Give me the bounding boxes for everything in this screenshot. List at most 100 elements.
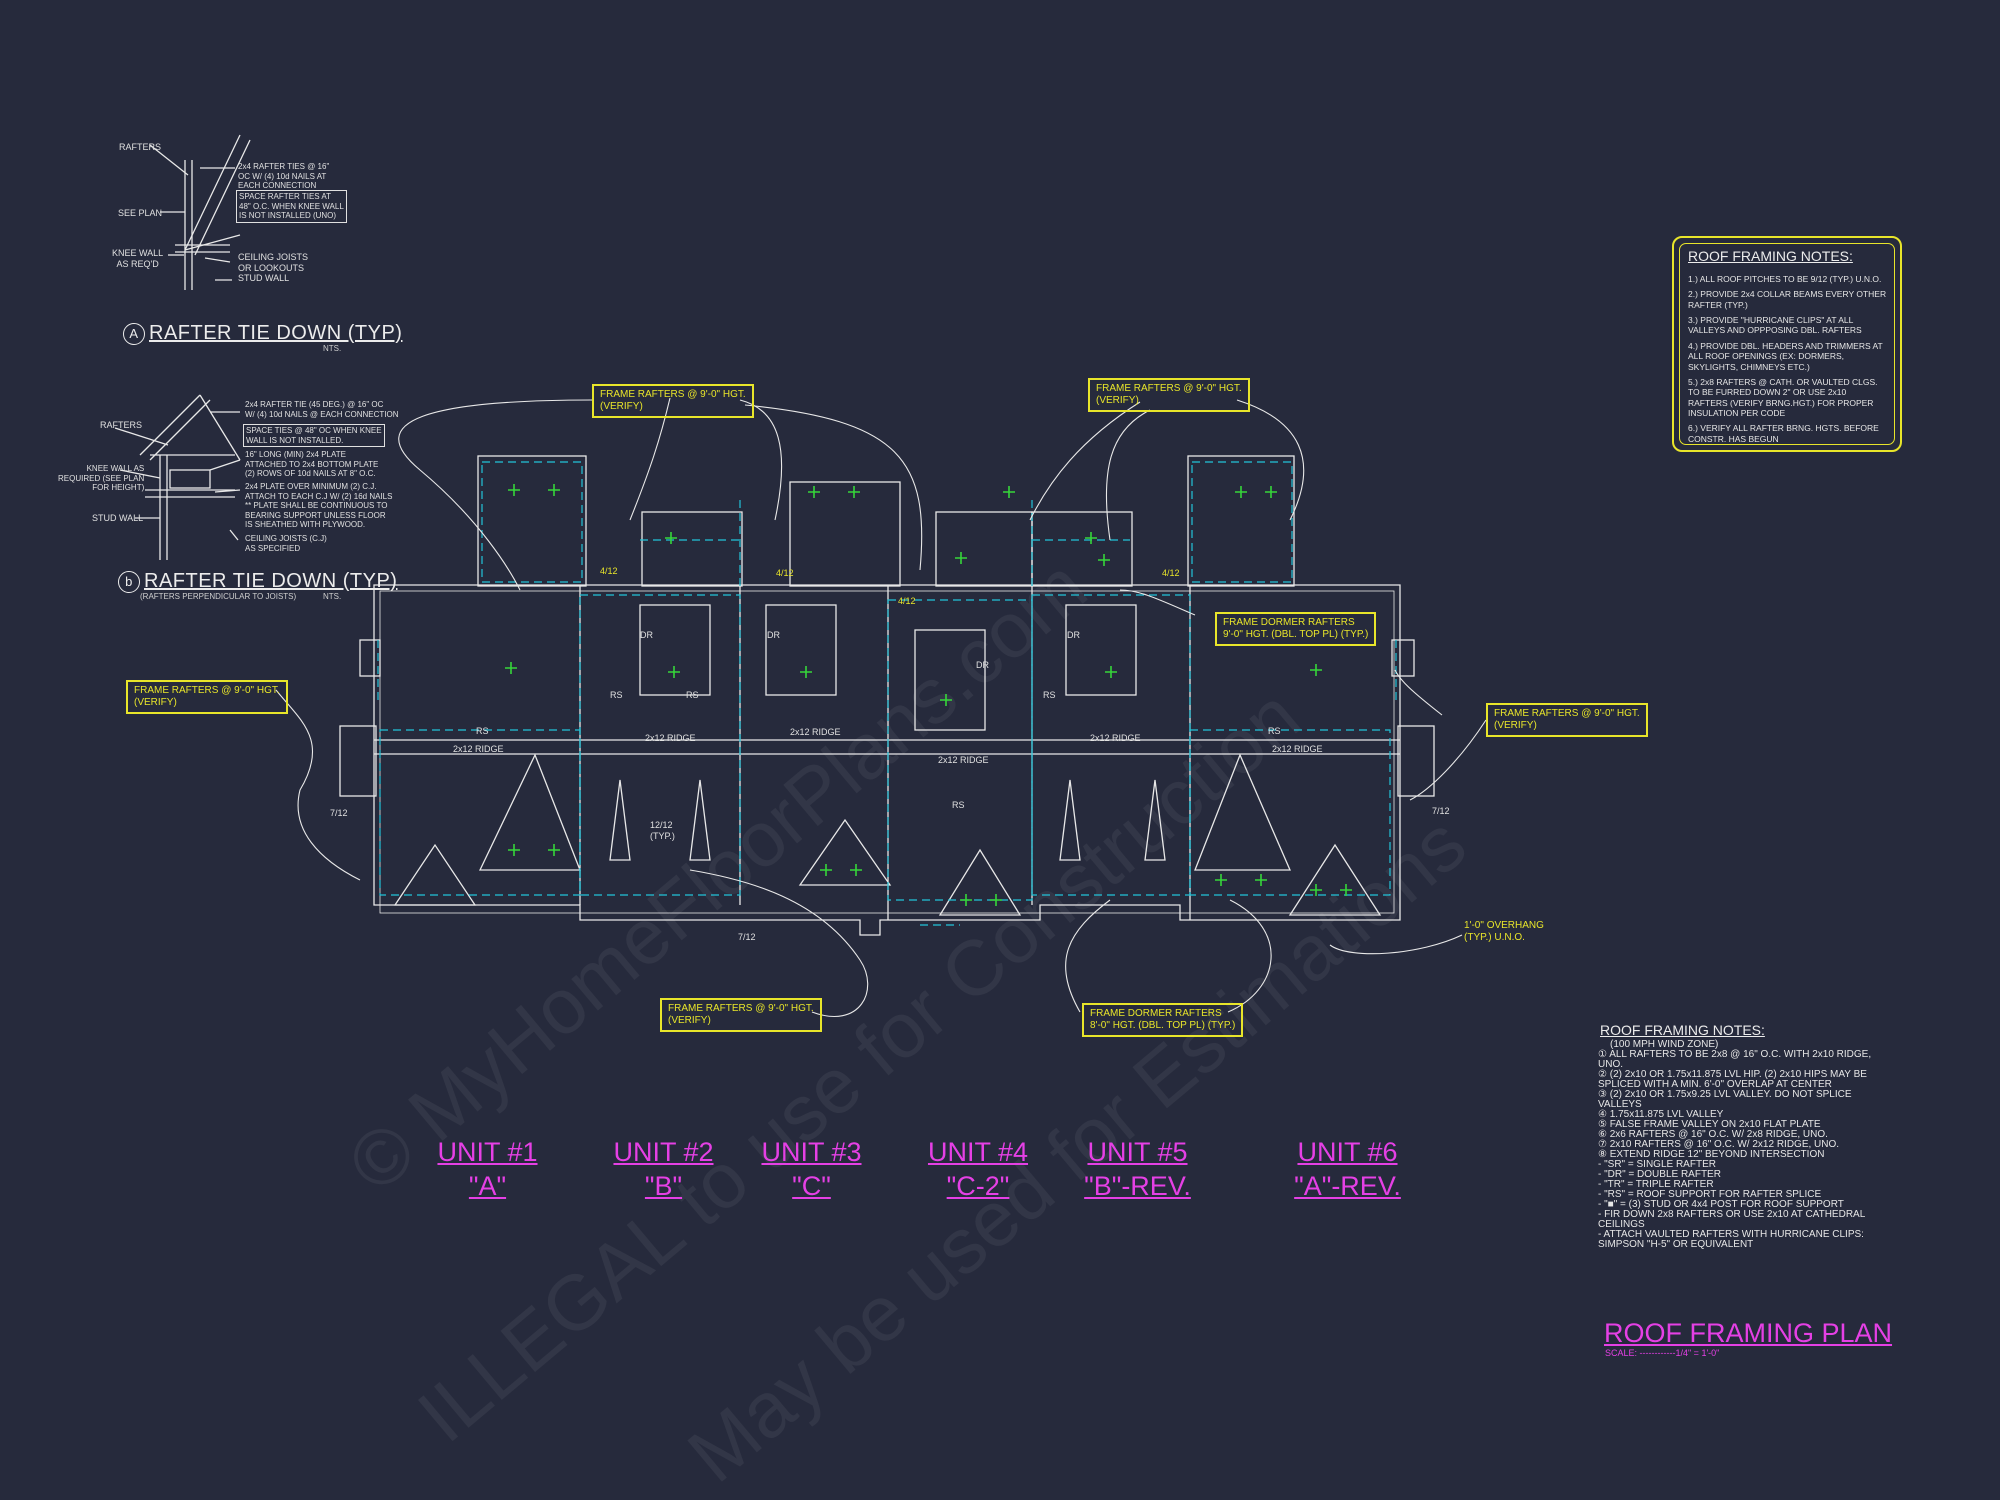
notes-box-item: 4.) PROVIDE DBL. HEADERS AND TRIMMERS AT… [1688,340,1883,372]
notes-box-inner-border [1679,243,1895,445]
plan-scale: SCALE: ------------1/4" = 1'-0" [1605,1348,1720,1358]
detail-a-nts: NTS. [323,344,342,353]
unit-5-name: UNIT #5 [1087,1137,1188,1167]
leader-lines [275,397,1487,1018]
notes-box-title: ROOF FRAMING NOTES: [1688,248,1853,264]
callout-dormer-rafters-8ft: FRAME DORMER RAFTERS 8'-0" HGT. (DBL. TO… [1082,1003,1244,1037]
notes-box-item: 1.) ALL ROOF PITCHES TO BE 9/12 (TYP.) U… [1688,274,1882,284]
callout-dormer-rafters-9ft: FRAME DORMER RAFTERS 9'-0" HGT. (DBL. TO… [1215,612,1377,646]
overhang-note: 1'-0" OVERHANG (TYP.) U.N.O. [1464,920,1544,943]
roof-note-item: - "TR" = TRIPLE RAFTER [1598,1179,1714,1190]
callout-frame-rafters-1: FRAME RAFTERS @ 9'-0" HGT. (VERIFY) [592,384,754,418]
unit-label-4: UNIT #4 "C-2" [918,1136,1038,1204]
unit-label-3: UNIT #3 "C" [754,1136,869,1204]
unit-label-1: UNIT #1 "A" [430,1136,545,1204]
unit-1-name: UNIT #1 [437,1137,538,1167]
roof-note-item: ① ALL RAFTERS TO BE 2x8 @ 16" O.C. WITH … [1598,1049,1872,1070]
roof-note-item: - ATTACH VAULTED RAFTERS WITH HURRICANE … [1598,1229,1864,1250]
unit-label-2: UNIT #2 "B" [606,1136,721,1204]
pitch-label-left: 7/12 [330,808,348,818]
pitch-label-12-12: 12/12 (TYP.) [650,820,675,841]
pitch-label-right: 7/12 [1432,806,1450,816]
notes-box-item: 6.) VERIFY ALL RAFTER BRNG. HGTS. BEFORE… [1688,423,1879,444]
pitch-label-4-12-c: 4/12 [898,596,916,606]
detail-b-ties-label: 2x4 RAFTER TIE (45 DEG.) @ 16" OC W/ (4)… [245,400,399,419]
detail-b-drawing [114,394,241,560]
unit-label-6: UNIT #6 "A"-REV. [1280,1136,1415,1204]
unit-2-type: "B" [644,1170,683,1201]
roof-framing-notes-list: (100 MPH WIND ZONE) ① ALL RAFTERS TO BE … [1598,1040,1898,1250]
unit-2-name: UNIT #2 [613,1137,714,1167]
notes-box-item: 5.) 2x8 RAFTERS @ CATH. OR VAULTED CLGS.… [1688,376,1878,418]
ridge-label-1: 2x12 RIDGE [453,744,504,754]
detail-a-knee-wall-label: KNEE WALL AS REQ'D [112,248,164,269]
dr-label-3: DR [976,660,989,670]
roof-note-item: ⑧ EXTEND RIDGE 12" BEYOND INTERSECTION [1598,1149,1825,1160]
building-outline [339,455,1435,936]
unit-6-type: "A"-REV. [1294,1170,1401,1201]
notes-box-item: 3.) PROVIDE "HURRICANE CLIPS" AT ALL VAL… [1688,315,1862,336]
rs-label-4: RS [1043,690,1056,700]
rs-label-1: RS [476,726,489,736]
roof-note-item: ⑤ FALSE FRAME VALLEY ON 2x10 FLAT PLATE [1598,1119,1821,1130]
detail-b-ceiling-label: CEILING JOISTS (C.J) AS SPECIFIED [245,534,327,553]
plan-title: ROOF FRAMING PLAN [1604,1318,1893,1348]
notes-box-item: 2.) PROVIDE 2x4 COLLAR BEAMS EVERY OTHER… [1688,289,1887,310]
rs-label-2: RS [610,690,623,700]
pitch-label-bottom: 7/12 [738,932,756,942]
callout-frame-rafters-6: FRAME RAFTERS @ 9'-0" HGT. (VERIFY) [660,998,822,1032]
unit-6-name: UNIT #6 [1297,1137,1398,1167]
roof-note-item: ⑥ 2x6 RAFTERS @ 16" O.C. W/ 2x8 RIDGE, U… [1598,1129,1828,1140]
detail-b-plate-over-label: 2x4 PLATE OVER MINIMUM (2) C.J. ATTACH T… [245,482,393,530]
roof-note-item: ⑦ 2x10 RAFTERS @ 16" O.C. W/ 2x12 RIDGE,… [1598,1139,1840,1150]
ridge-label-5: 2x12 RIDGE [1090,733,1141,743]
detail-a-see-plan-label: SEE PLAN [118,208,163,218]
detail-a-space-note: SPACE RAFTER TIES AT 48" O.C. WHEN KNEE … [236,190,347,223]
unit-4-type: "C-2" [946,1170,1010,1201]
roof-note-item: ② (2) 2x10 OR 1.75x11.875 LVL HIP. (2) 2… [1598,1069,1867,1090]
detail-a-rafters-label: RAFTERS [119,142,162,152]
rafter-marks [505,484,1352,906]
detail-b-stud-wall-label: STUD WALL [92,513,144,523]
ridge-label-2: 2x12 RIDGE [645,733,696,743]
detail-a-ties-label: 2x4 RAFTER TIES @ 16" OC W/ (4) 10d NAIL… [238,162,330,191]
pitch-label-4-12-b: 4/12 [776,568,794,578]
detail-b-rafters-label: RAFTERS [100,420,143,430]
unit-3-name: UNIT #3 [761,1137,862,1167]
detail-b-space-note: SPACE TIES @ 48" OC WHEN KNEE WALL IS NO… [243,424,385,448]
pitch-label-4-12-d: 4/12 [1162,568,1180,578]
roof-framing-notes-box: ROOF FRAMING NOTES: 1.) ALL ROOF PITCHES… [1672,236,1902,452]
roof-note-item: - "RS" = ROOF SUPPORT FOR RAFTER SPLICE [1598,1189,1822,1200]
callout-frame-rafters-3: FRAME RAFTERS @ 9'-0" HGT. (VERIFY) [126,680,288,714]
hidden-lines [377,461,1397,926]
unit-5-type: "B"-REV. [1084,1170,1191,1201]
callout-frame-rafters-2: FRAME RAFTERS @ 9'-0" HGT. (VERIFY) [1088,378,1250,412]
dr-label-2: DR [767,630,780,640]
roof-notes-wind-zone: (100 MPH WIND ZONE) [1610,1039,1719,1050]
ridge-label-3: 2x12 RIDGE [790,727,841,737]
detail-b-title-text: RAFTER TIE DOWN (TYP) [144,570,398,592]
unit-label-5: UNIT #5 "B"-REV. [1070,1136,1205,1204]
detail-a-title-text: RAFTER TIE DOWN (TYP) [149,322,403,344]
ridge-label-4: 2x12 RIDGE [938,755,989,765]
rs-label-5: RS [1268,726,1281,736]
detail-a-marker: A [123,322,145,345]
rs-label-3: RS [686,690,699,700]
detail-b-nts: NTS. [323,592,342,601]
detail-a-stud-wall-label: STUD WALL [238,273,290,283]
detail-b-knee-wall-label: KNEE WALL AS REQUIRED (SEE PLAN FOR HEIG… [58,464,145,493]
roof-note-item: ③ (2) 2x10 OR 1.75x9.25 LVL VALLEY. DO N… [1598,1089,1852,1110]
roof-note-item: ④ 1.75x11.875 LVL VALLEY [1598,1109,1724,1120]
detail-a-drawing [149,134,251,290]
unit-3-type: "C" [792,1170,831,1201]
rs-label-6: RS [952,800,965,810]
pitch-label-4-12-a: 4/12 [600,566,618,576]
ridge-label-6: 2x12 RIDGE [1272,744,1323,754]
detail-b-subtitle: (RAFTERS PERPENDICULAR TO JOISTS) [140,592,297,601]
roof-framing-notes-title: ROOF FRAMING NOTES: [1600,1022,1765,1038]
roof-note-item: - "SR" = SINGLE RAFTER [1598,1159,1716,1170]
roof-note-item: - "DR" = DOUBLE RAFTER [1598,1169,1721,1180]
notes-box-list: 1.) ALL ROOF PITCHES TO BE 9/12 (TYP.) U… [1688,274,1888,449]
